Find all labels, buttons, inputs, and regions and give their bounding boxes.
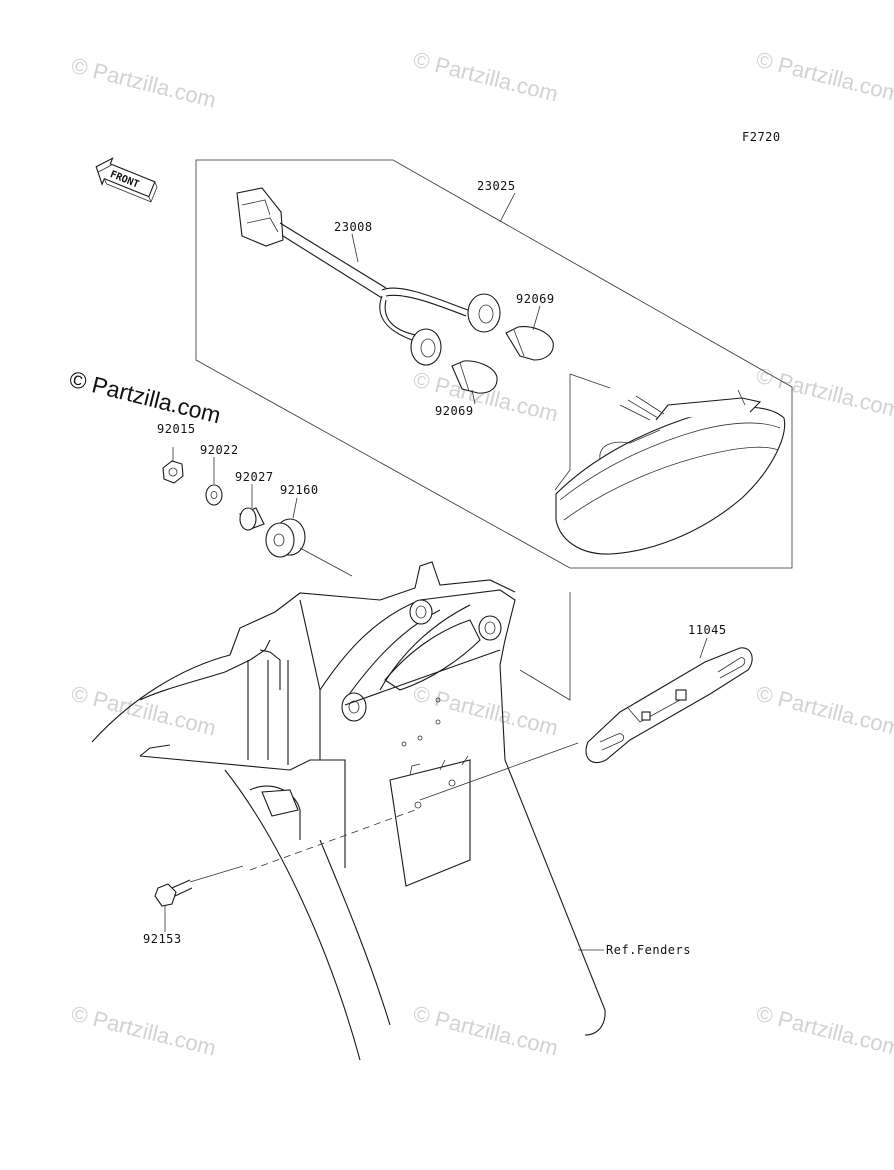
nut-92015 bbox=[162, 460, 184, 484]
watermark-dark: © Partzilla.com bbox=[67, 366, 224, 429]
part-label-92022: 92022 bbox=[200, 443, 239, 457]
watermark: © Partzilla.com bbox=[69, 681, 219, 741]
part-label-11045: 11045 bbox=[688, 623, 727, 637]
part-label-23008: 23008 bbox=[334, 220, 373, 234]
watermark: © Partzilla.com bbox=[754, 1001, 894, 1061]
leader-lines bbox=[164, 192, 708, 951]
reference-label-fenders: Ref.Fenders bbox=[606, 943, 691, 957]
grommet-92160 bbox=[265, 518, 353, 577]
license-plate-bracket bbox=[585, 647, 753, 764]
collar-92027 bbox=[239, 507, 265, 531]
tail-light-lens bbox=[555, 389, 786, 555]
figure-code: F2720 bbox=[742, 130, 781, 144]
watermark: © Partzilla.com bbox=[69, 53, 219, 113]
assembly-box-edge bbox=[519, 592, 571, 701]
part-label-92153: 92153 bbox=[143, 932, 182, 946]
watermark: © Partzilla.com bbox=[411, 681, 561, 741]
watermark: © Partzilla.com bbox=[411, 1001, 561, 1061]
rear-fender bbox=[91, 561, 606, 1061]
washer-92022 bbox=[205, 484, 223, 506]
bulb-upper bbox=[505, 326, 554, 361]
bulb-socket bbox=[467, 293, 501, 333]
watermark: © Partzilla.com bbox=[754, 681, 894, 741]
part-label-92015: 92015 bbox=[157, 422, 196, 436]
part-label-92160: 92160 bbox=[280, 483, 319, 497]
part-label-92027: 92027 bbox=[235, 470, 274, 484]
watermark-layer: © Partzilla.com © Partzilla.com © Partzi… bbox=[69, 47, 894, 1061]
part-label-92069-lower: 92069 bbox=[435, 404, 474, 418]
watermark: © Partzilla.com bbox=[69, 1001, 219, 1061]
bulb-socket bbox=[410, 328, 442, 366]
tail-light-assembly-box bbox=[195, 159, 793, 569]
bolt-92153 bbox=[154, 865, 244, 907]
bulb-lower bbox=[451, 360, 498, 394]
watermark: © Partzilla.com bbox=[411, 47, 561, 107]
part-label-23025: 23025 bbox=[477, 179, 516, 193]
watermark: © Partzilla.com bbox=[754, 47, 894, 107]
front-arrow: FRONT bbox=[95, 157, 158, 203]
part-label-92069: 92069 bbox=[516, 292, 555, 306]
wiring-harness bbox=[236, 187, 501, 366]
